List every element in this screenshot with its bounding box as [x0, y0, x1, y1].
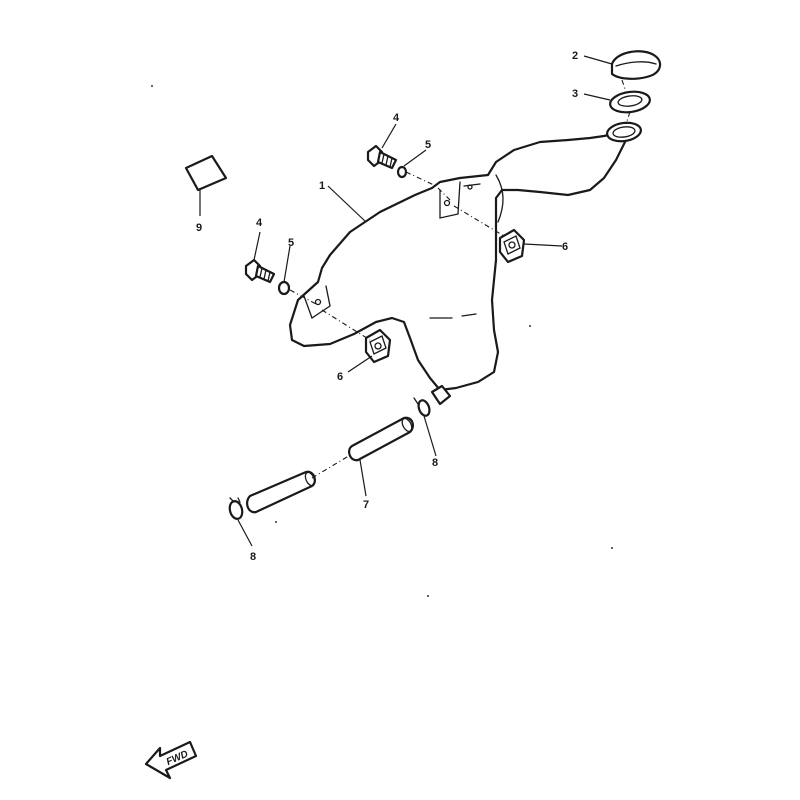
hose-clamp-upper	[413, 397, 431, 417]
callout-6-lower: 6	[337, 371, 343, 383]
cap-gasket	[609, 90, 651, 114]
callout-6-right: 6	[562, 241, 568, 253]
callout-5-left: 5	[288, 237, 294, 249]
callout-4-upper: 4	[393, 112, 400, 124]
reservoir-cap	[610, 50, 662, 80]
callout-5-upper: 5	[425, 139, 431, 151]
leader-lines	[199, 55, 613, 547]
washer-left	[277, 280, 291, 296]
callout-2: 2	[572, 50, 578, 62]
callout-labels: 2 3 4 5 1 9 4 5 6 6 8 7 8	[196, 50, 578, 563]
hose-upper	[348, 416, 414, 462]
bolt-left	[244, 258, 276, 284]
forward-arrow-icon: FWD	[144, 740, 198, 780]
nut-clip-right	[498, 228, 526, 264]
callout-3: 3	[572, 88, 578, 100]
hose-clamp-lower	[228, 497, 244, 520]
callout-4-left: 4	[256, 217, 263, 229]
caution-label	[184, 154, 228, 192]
assembly-lines	[289, 79, 631, 479]
callout-8-lower: 8	[250, 551, 256, 563]
scan-specks	[151, 85, 613, 597]
washer-upper	[396, 165, 408, 179]
callout-8-upper: 8	[432, 457, 438, 469]
bolt-upper	[366, 144, 398, 170]
hose-lower	[246, 470, 316, 514]
callout-9: 9	[196, 222, 202, 234]
callout-1: 1	[319, 180, 325, 192]
callout-7: 7	[363, 499, 369, 511]
nut-clip-lower	[364, 328, 392, 364]
reservoir-tank	[288, 121, 642, 406]
